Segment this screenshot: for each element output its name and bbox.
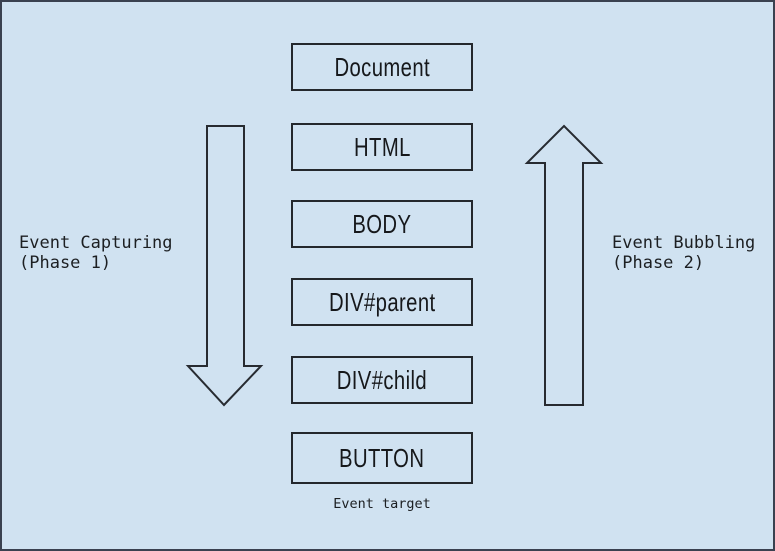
node-button: BUTTON (291, 432, 473, 484)
node-div-parent: DIV#parent (291, 278, 473, 326)
node-div-parent-label: DIV#parent (328, 286, 436, 317)
node-div-child: DIV#child (291, 356, 473, 404)
event-capturing-label-line2: (Phase 1) (19, 253, 112, 273)
event-bubbling-label-line1: Event Bubbling (612, 233, 756, 253)
node-document: Document (291, 43, 473, 91)
event-bubbling-label-line2: (Phase 2) (612, 253, 705, 273)
node-html: HTML (291, 123, 473, 171)
node-div-child-label: DIV#child (336, 364, 428, 395)
node-body-label: BODY (352, 208, 412, 239)
event-capturing-arrow-down-icon (185, 125, 264, 407)
node-button-label: BUTTON (339, 442, 425, 473)
event-capturing-label-line1: Event Capturing (19, 233, 173, 253)
event-bubbling-label: Event Bubbling (Phase 2) (612, 233, 755, 273)
event-target-caption: Event target (333, 496, 431, 512)
node-body: BODY (291, 200, 473, 248)
node-html-label: HTML (353, 131, 411, 162)
event-bubbling-arrow-up-icon (524, 124, 604, 406)
event-capturing-label: Event Capturing (Phase 1) (19, 233, 173, 273)
node-document-label: Document (334, 51, 430, 82)
